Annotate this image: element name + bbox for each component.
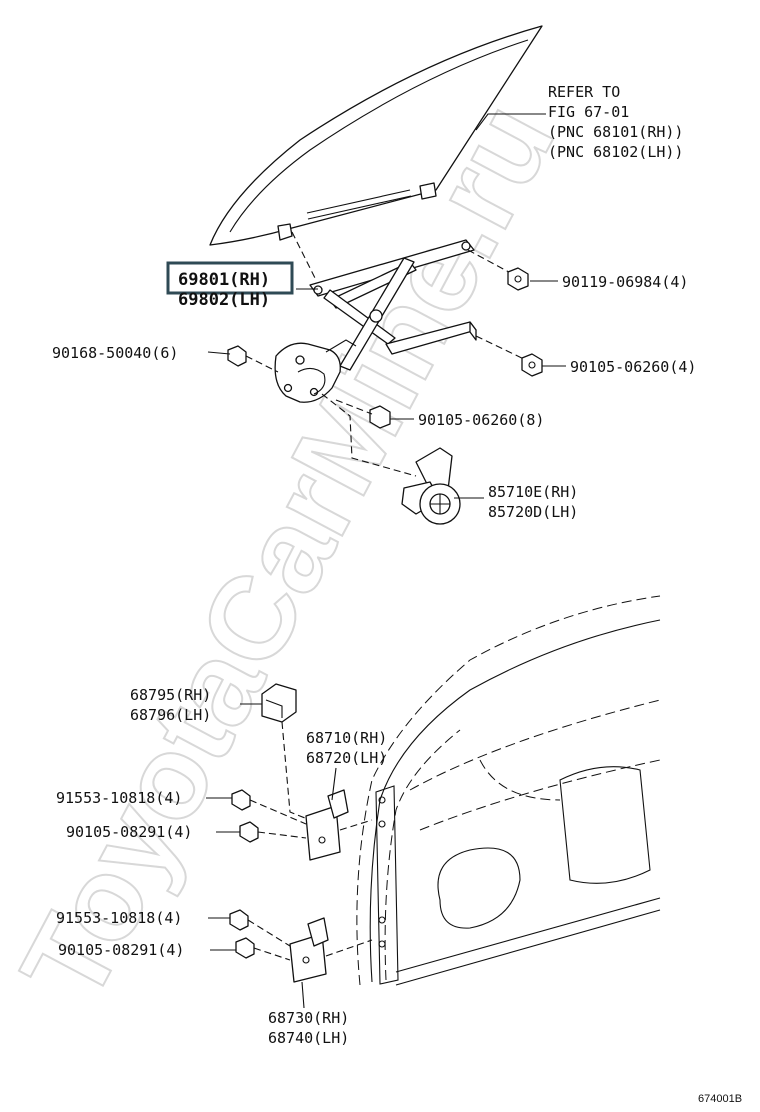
window-regulator <box>309 239 477 371</box>
svg-text:FIG 67-01: FIG 67-01 <box>548 103 629 121</box>
part-label-68710[interactable]: 68710(RH) <box>306 729 387 747</box>
part-label-90105-reg[interactable]: 90105-06260(4) <box>570 358 696 376</box>
part-label-69801[interactable]: 69801(RH) <box>178 270 270 290</box>
part-label-68740[interactable]: 68740(LH) <box>268 1029 349 1047</box>
highlight-box <box>166 261 294 295</box>
part-label-90168[interactable]: 90168-50040(6) <box>52 344 178 362</box>
upper-hinge <box>305 789 349 861</box>
figure-code: 674001B <box>698 1093 742 1105</box>
part-label-90105-lower[interactable]: 90105-08291(4) <box>58 941 184 959</box>
svg-text:(PNC 68102(LH)): (PNC 68102(LH)) <box>548 143 683 161</box>
part-label-91553-lower[interactable]: 91553-10818(4) <box>56 909 182 927</box>
bolt-icon-90105-lower <box>235 937 255 959</box>
hinge-cover <box>261 683 297 723</box>
svg-text:(PNC 68101(RH)): (PNC 68101(RH)) <box>548 123 683 141</box>
part-label-68730[interactable]: 68730(RH) <box>268 1009 349 1027</box>
part-label-90105-upper[interactable]: 90105-08291(4) <box>66 823 192 841</box>
regulator-base-plate <box>274 339 357 403</box>
bolt-icon-91553-lower <box>229 909 249 931</box>
door-frame <box>356 595 661 986</box>
refer-note: REFER TO FIG 67-01 (PNC 68101(RH)) (PNC … <box>548 83 683 161</box>
window-motor <box>401 447 461 525</box>
bolt-icon-90168 <box>227 345 247 367</box>
part-label-85720d[interactable]: 85720D(LH) <box>488 503 578 521</box>
bolt-icon-90105-upper <box>239 821 259 843</box>
bolt-icon-90105-reg <box>521 353 543 377</box>
part-label-68720[interactable]: 68720(LH) <box>306 749 387 767</box>
door-glass <box>209 25 543 246</box>
part-label-91553-upper[interactable]: 91553-10818(4) <box>56 789 182 807</box>
part-label-90105-motor[interactable]: 90105-06260(8) <box>418 411 544 429</box>
part-label-69802[interactable]: 69802(LH) <box>178 290 270 310</box>
part-label-68795[interactable]: 68795(RH) <box>130 686 211 704</box>
part-label-85710e[interactable]: 85710E(RH) <box>488 483 578 501</box>
part-label-68796[interactable]: 68796(LH) <box>130 706 211 724</box>
part-label-90119[interactable]: 90119-06984(4) <box>562 273 688 291</box>
svg-text:REFER TO: REFER TO <box>548 83 620 101</box>
bolt-icon-90105-motor <box>369 405 391 429</box>
bolt-icon-91553-upper <box>231 789 251 811</box>
lower-hinge <box>289 917 329 983</box>
bolt-icon-90119 <box>507 267 529 291</box>
